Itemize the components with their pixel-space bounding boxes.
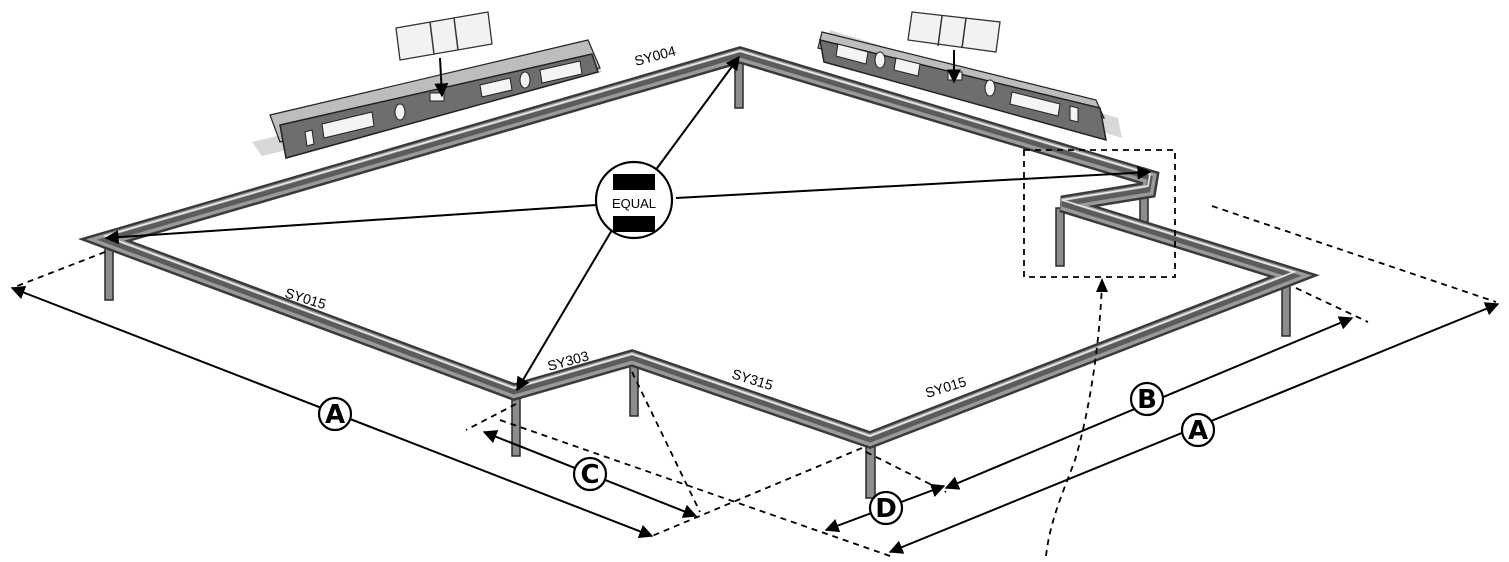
svg-text:C: C (580, 460, 599, 490)
detail-callout-leader (1045, 281, 1103, 557)
equal-badge: EQUAL (594, 160, 674, 240)
part-label-back-rail: SY004 (633, 43, 678, 69)
dimension-badge-b: B (1129, 381, 1165, 417)
spirit-level-left-icon (252, 11, 602, 159)
diagonal-to-left-corner (104, 204, 597, 245)
svg-text:A: A (325, 400, 345, 430)
dimension-badge-d: D (868, 490, 904, 526)
detail-callout-arrowhead (1096, 278, 1108, 292)
equal-bottom-bar (613, 216, 655, 232)
dimension-lines (10, 286, 1500, 554)
leg-notch-inner-left (1055, 207, 1065, 267)
leg-left (104, 247, 114, 301)
equal-label: EQUAL (612, 196, 656, 211)
spirit-level-right-icon (817, 11, 1122, 142)
level-bubble-right-icon (907, 11, 1001, 53)
svg-text:A: A (1188, 416, 1208, 446)
svg-text:B: B (1137, 385, 1157, 415)
svg-text:D: D (875, 494, 897, 524)
diagonal-to-right-corner (675, 165, 1152, 199)
dimension-badge-a-left: A (317, 396, 353, 432)
dimension-badge-a-right: A (1180, 412, 1216, 448)
level-bubble-left-icon (395, 11, 493, 61)
dimension-badge-c: C (572, 456, 608, 492)
detail-callout-box (1023, 149, 1176, 278)
leg-back (734, 57, 744, 109)
equal-top-bar (613, 174, 655, 190)
diagonal-to-back-corner (651, 55, 740, 176)
